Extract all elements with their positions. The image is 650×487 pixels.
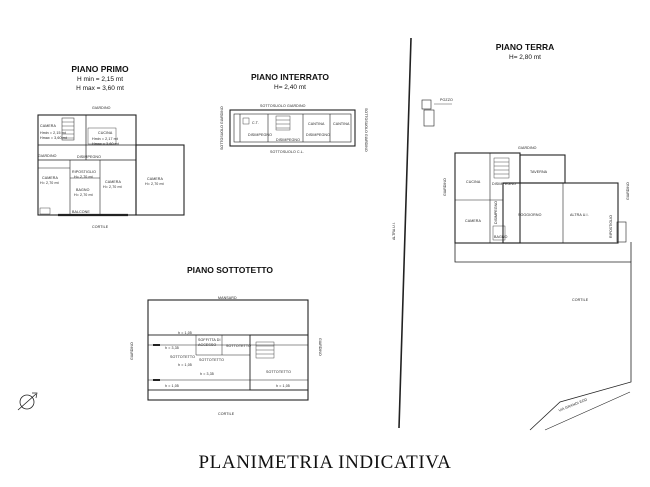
ps-bottom-label: CORTILE [218, 412, 235, 416]
pi-disimpegno1-label: DISIMPEGNO [248, 133, 272, 137]
pp-cucina-h: Hmin = 2,17 mt [92, 137, 118, 141]
piano-terra-plan [421, 99, 632, 431]
pt-giardino-top-label: GIARDINO [518, 146, 537, 150]
ps-h3-label: h = 1,05 [178, 363, 192, 367]
pt-cortile-label: CORTILE [572, 298, 589, 302]
ps-right-label: GIARDINO [318, 338, 322, 356]
piano-interrato-plan [229, 109, 356, 147]
pt-altra-ui-label: ALTRA U.I. [392, 222, 396, 240]
piano-interrato-title: PIANO INTERRATO [250, 72, 330, 82]
pp-giardino-label: GIARDINO [92, 106, 111, 110]
ps-h1-label: h = 1,05 [178, 331, 192, 335]
piano-primo-title: PIANO PRIMO [71, 64, 129, 74]
pt-altraul-label: ALTRA U.I. [570, 213, 589, 217]
pi-disimpegno3-label: DISIMPEGNO [306, 133, 330, 137]
pt-ripostiglio-label: RIPOSTIGLIO [609, 215, 613, 238]
ps-sottotetto1-label: SOTTOTETTO [226, 344, 252, 348]
pi-cantina2-label: CANTINA [333, 122, 350, 126]
ps-top-label: MANSARD [218, 296, 237, 300]
ps-h6-label: h = 1,05 [276, 384, 290, 388]
pp-camera1-h: Hmin = 2,15 mt [40, 131, 66, 135]
pp-balcone-label: BALCONE [72, 210, 90, 214]
ps-soffitta2-label: ACCESSO [198, 343, 217, 347]
pp-disimpegno-label: DISIMPEGNO [77, 155, 101, 159]
pp-camera4-h: H= 2,70 mt [145, 182, 164, 186]
pi-right-label: SOTTOSUOLO GIARDINO [364, 108, 368, 152]
pi-bottom-label: SOTTOSUOLO C.L. [270, 150, 304, 154]
pp-camera2-label: CAMERA [42, 176, 58, 180]
pi-left-label: SOTTOSUOLO GIARDINO [220, 106, 224, 150]
piano-sottotetto-plan [147, 299, 309, 401]
ps-soffitta-label: SOFFITTA DI [198, 338, 221, 342]
ps-left-label: GIARDINO [130, 342, 134, 360]
pt-tavernetta-label: TAVERNA [530, 170, 548, 174]
pt-soggiorno-label: SOGGIORNO [518, 213, 542, 217]
pt-pozzo-label: POZZO [440, 98, 453, 102]
pp-camera1-label: CAMERA [40, 124, 56, 128]
piano-primo-hmin: H min = 2,15 mt [76, 76, 124, 83]
ps-sottotetto3-label: SOTTOTETTO [170, 355, 196, 359]
pp-camera1-h2: Hmax = 3,60 mt [40, 136, 67, 140]
pp-ripostiglio-label: RIPOSTIGLIO [72, 170, 97, 174]
pt-giardino-right-label: GIARDINO [626, 182, 630, 200]
pi-top-label: SOTTOSUOLO GIARDINO [260, 104, 306, 108]
ps-sottotetto4-label: SOTTOTETTO [266, 370, 292, 374]
pp-rip-h: H= 2,70 mt [74, 175, 93, 179]
piano-primo-plan [37, 114, 185, 217]
pp-camera3-label: CAMERA [105, 180, 121, 184]
ps-h4-label: h = 3,35 [200, 372, 214, 376]
piano-terra-height: H= 2,80 mt [509, 54, 541, 61]
pp-camera3-h: H= 2,70 mt [103, 185, 122, 189]
pt-camera-label: CAMERA [465, 219, 481, 223]
piano-interrato-height: H= 2,40 mt [274, 84, 306, 91]
pp-camera4-label: CAMERA [147, 177, 163, 181]
ps-h2-label: h = 3,35 [165, 346, 179, 350]
pt-disimpegno-label: DISIMPEGNO [492, 182, 516, 186]
ps-h5-label: h = 1,05 [165, 384, 179, 388]
piano-sottotetto-title: PIANO SOTTOTETTO [186, 265, 274, 275]
pp-camera2-h: H= 2,70 mt [40, 181, 59, 185]
pt-cucina-label: CUCINA [466, 180, 481, 184]
pp-side-label: GIARDINO [38, 154, 57, 158]
pi-ct-label: C.T. [252, 121, 259, 125]
piano-terra-title: PIANO TERRA [495, 42, 555, 52]
pp-cucina-label: CUCINA [98, 131, 113, 135]
plan-caption: PLANIMETRIA INDICATIVA [198, 452, 452, 473]
piano-primo-hmax: H max = 3,60 mt [76, 85, 124, 92]
pt-giardino-left-label: GIARDINO [443, 178, 447, 196]
pt-disimpegno-v-label: DISIMPEGNO [494, 201, 498, 224]
compass-symbol [17, 392, 38, 411]
pp-bagno-h: H= 2,70 mt [74, 193, 93, 197]
pp-cortile-label: CORTILE [92, 225, 109, 229]
divider-line [398, 37, 412, 429]
pt-bagno-label: BAGNO [494, 235, 508, 239]
pi-disimpegno2-label: DISIMPEGNO [276, 138, 300, 142]
pp-bagno-label: BAGNO [76, 188, 90, 192]
ps-sottotetto2-label: SOTTOTETTO [199, 358, 225, 362]
pp-cucina-h2: Hmax = 3,60 mt [92, 142, 119, 146]
pi-cantina1-label: CANTINA [308, 122, 325, 126]
